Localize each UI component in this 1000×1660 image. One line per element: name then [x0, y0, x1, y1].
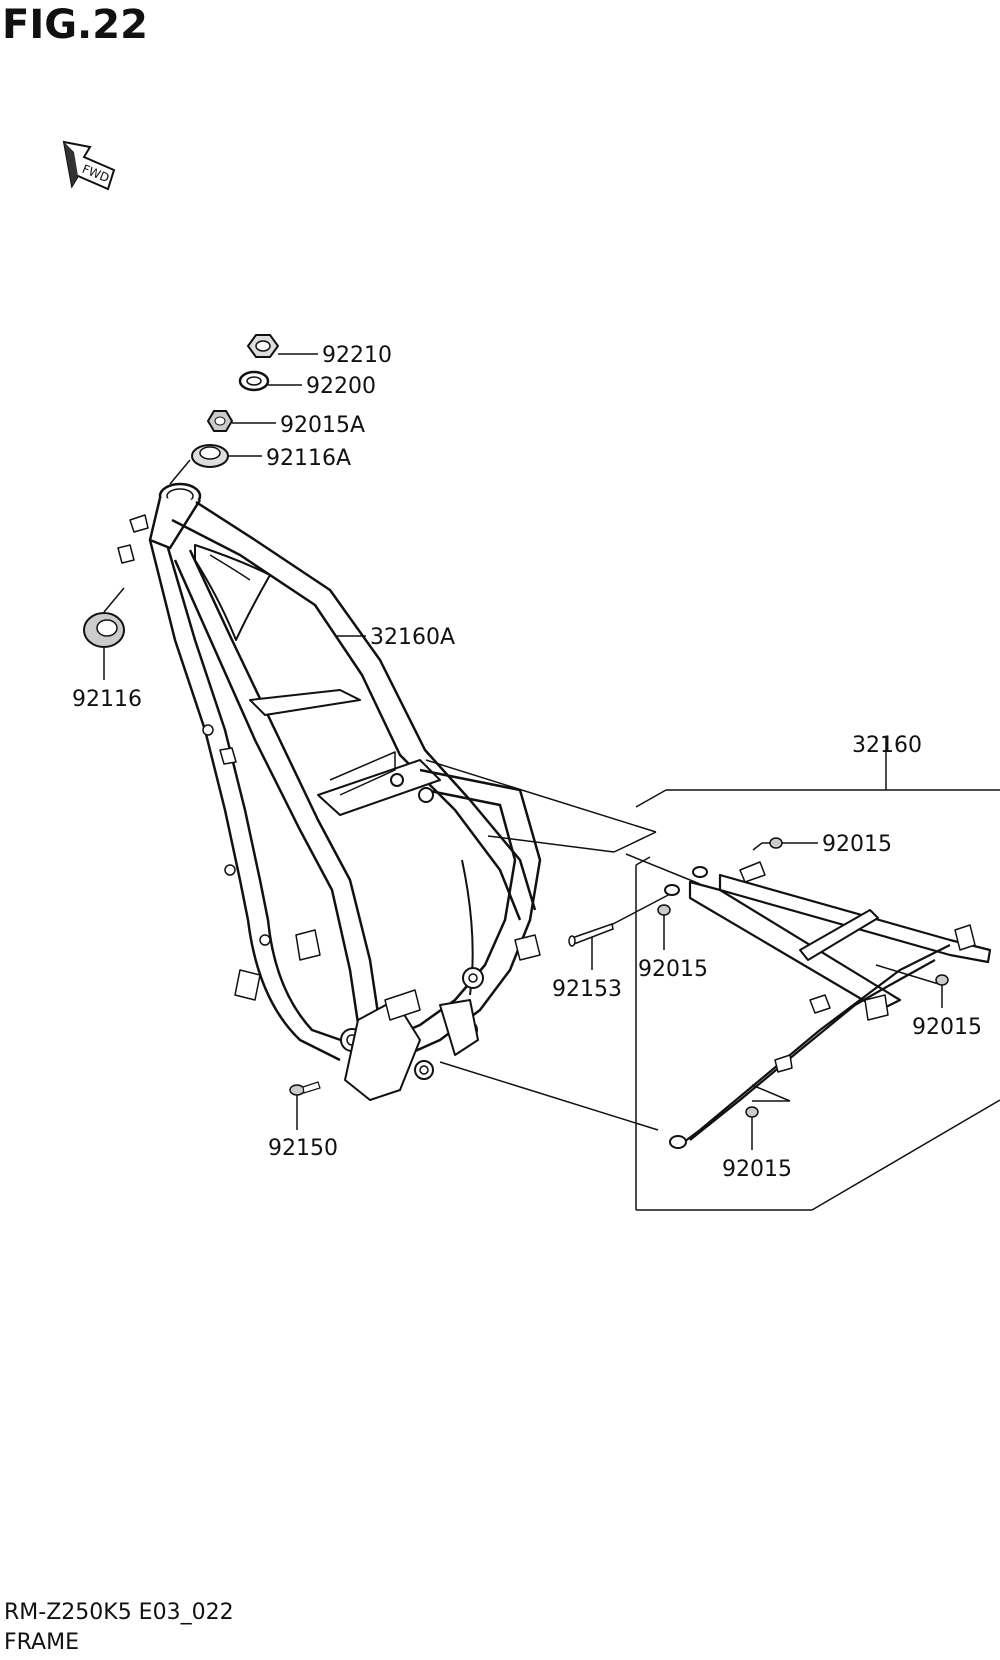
bolt-92153 — [568, 923, 614, 947]
label-32160: 32160 — [852, 733, 922, 758]
diagram-name: FRAME — [4, 1630, 79, 1655]
sub-frame-32160 — [664, 861, 992, 1149]
label-92116: 92116 — [72, 687, 142, 712]
washer-92200 — [238, 370, 270, 392]
label-92015-bottom: 92015 — [722, 1157, 792, 1182]
label-92153: 92153 — [552, 977, 622, 1002]
label-92116A: 92116A — [266, 446, 351, 471]
bolt-92015-bottom — [745, 1106, 759, 1118]
nut-92015A — [206, 410, 234, 432]
leader-lines — [103, 353, 1000, 1211]
label-92200: 92200 — [306, 374, 376, 399]
label-92015-right: 92015 — [912, 1015, 982, 1040]
bearing-92116A — [191, 444, 229, 468]
bearing-92116 — [83, 612, 125, 648]
bolt-92150 — [289, 1081, 321, 1096]
label-32160A: 32160A — [370, 625, 455, 650]
label-92150: 92150 — [268, 1136, 338, 1161]
stem-nut-92210 — [246, 334, 280, 358]
bolt-92015-right — [935, 974, 949, 986]
diagram-code: RM-Z250K5 E03_022 — [4, 1600, 234, 1625]
bolt-92015-top — [769, 837, 783, 849]
label-92015A: 92015A — [280, 413, 365, 438]
fwd-arrow-icon: FWD — [62, 140, 116, 191]
figure-title: FIG.22 — [2, 2, 148, 48]
main-frame-32160A — [117, 482, 542, 1101]
label-92015-top: 92015 — [822, 832, 892, 857]
bolt-92015-mid — [657, 904, 671, 916]
label-92210: 92210 — [322, 343, 392, 368]
label-92015-mid: 92015 — [638, 957, 708, 982]
